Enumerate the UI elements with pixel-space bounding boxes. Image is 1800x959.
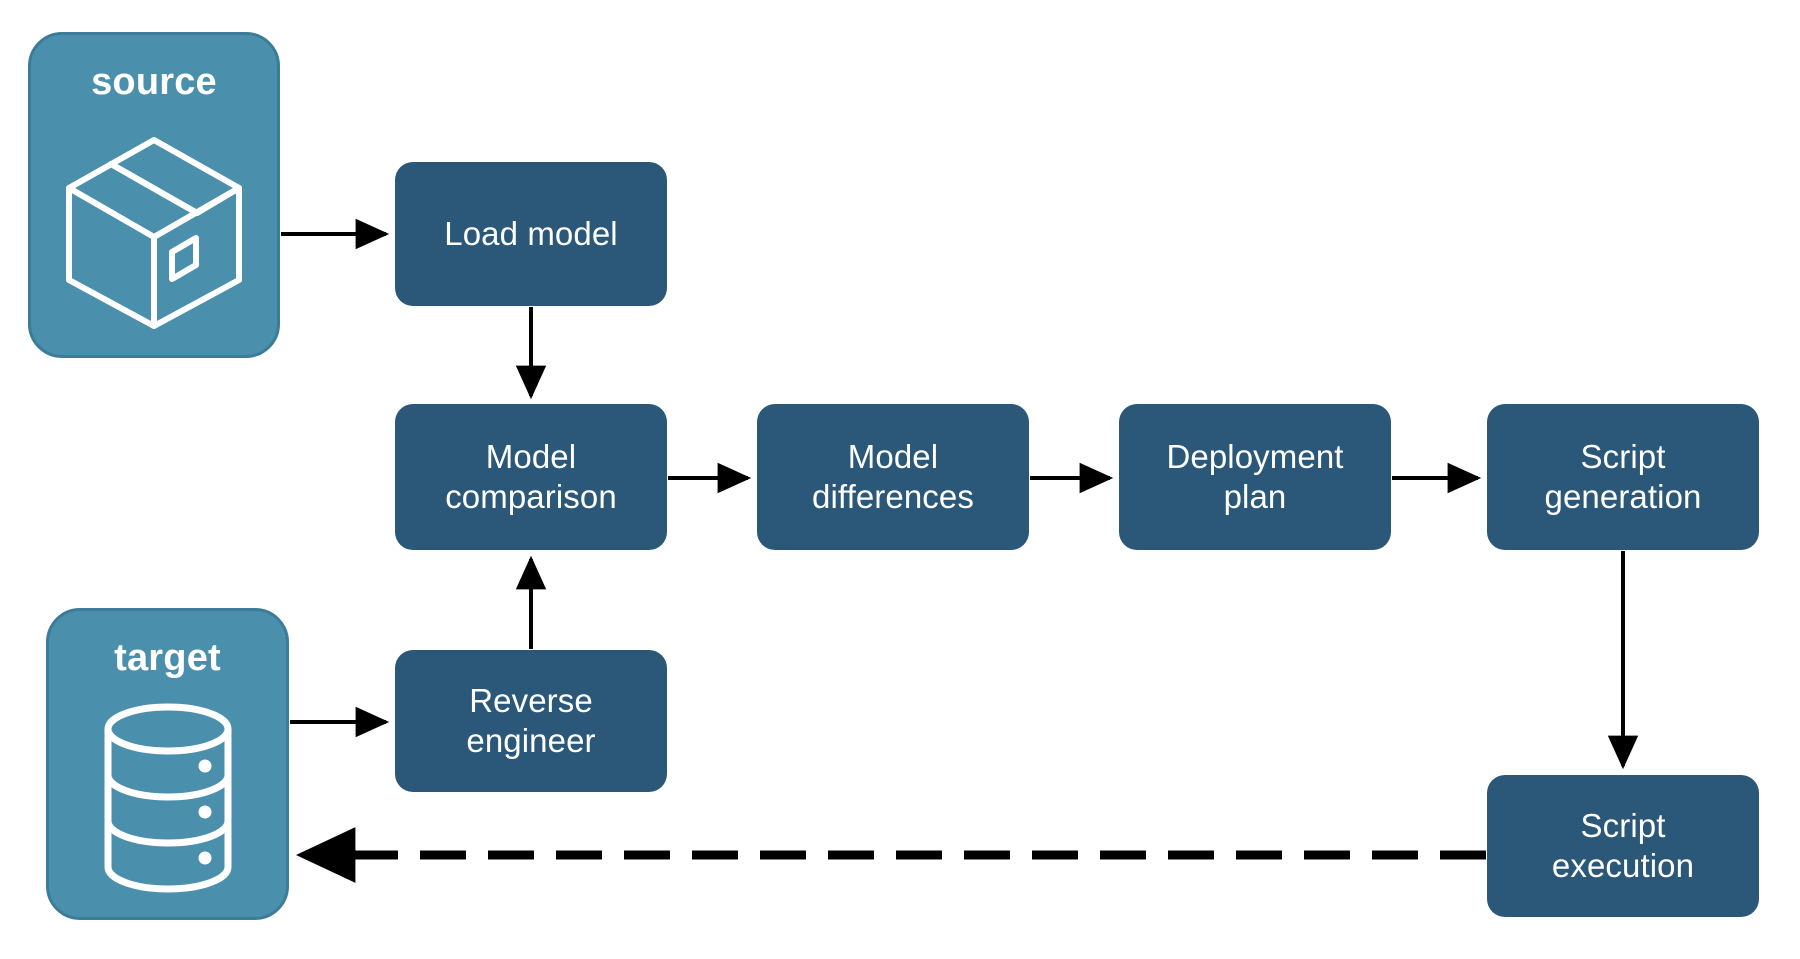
- endpoint-source[interactable]: source: [28, 32, 280, 358]
- process-reverse-engineer-label: Reverse engineer: [466, 681, 596, 759]
- process-deployment-plan[interactable]: Deployment plan: [1119, 404, 1391, 550]
- process-model-comparison-label: Model comparison: [445, 437, 617, 515]
- process-reverse-engineer[interactable]: Reverse engineer: [395, 650, 667, 792]
- process-model-differences-label: Model differences: [812, 437, 974, 515]
- process-model-differences[interactable]: Model differences: [757, 404, 1029, 550]
- endpoint-source-label: source: [91, 61, 217, 103]
- endpoint-target-label: target: [114, 637, 221, 679]
- process-script-execution[interactable]: Script execution: [1487, 775, 1759, 917]
- process-script-generation[interactable]: Script generation: [1487, 404, 1759, 550]
- database-cylinder-icon: [49, 680, 286, 917]
- process-script-generation-label: Script generation: [1544, 437, 1702, 515]
- process-load-model-label: Load model: [444, 214, 618, 252]
- process-script-execution-label: Script execution: [1551, 806, 1695, 884]
- process-load-model[interactable]: Load model: [395, 162, 667, 306]
- endpoint-target[interactable]: target: [46, 608, 289, 920]
- package-box-icon: [31, 104, 277, 355]
- process-model-comparison[interactable]: Model comparison: [395, 404, 667, 550]
- process-deployment-plan-label: Deployment plan: [1166, 437, 1344, 515]
